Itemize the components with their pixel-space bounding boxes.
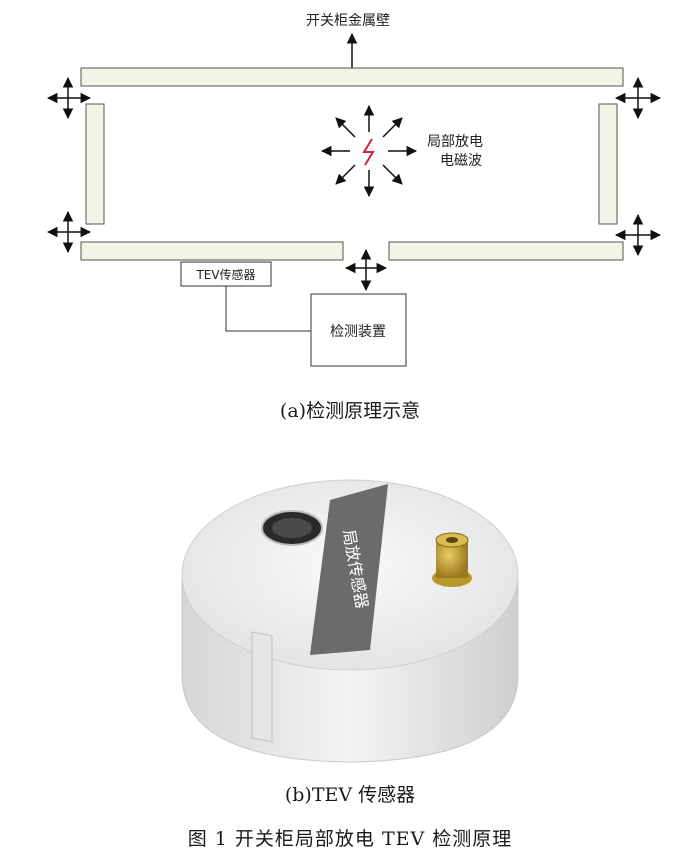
sensor-label-band — [310, 484, 388, 655]
tev-sensor-box-label: TEV传感器 — [195, 267, 255, 282]
sma-connector-hole — [446, 537, 458, 543]
pd-label-line1: 局部放电 — [427, 134, 483, 150]
pd-label-line2: 电磁波 — [440, 153, 482, 169]
wall-label: 开关柜金属壁 — [306, 13, 390, 29]
gap-cross-bottom-right — [614, 213, 662, 257]
tev-sensor-photo: 局放传感器 — [181, 479, 519, 763]
gap-cross-bottom-middle — [344, 248, 388, 292]
sensor-window-inner — [272, 518, 312, 538]
gap-cross-top-right — [614, 76, 662, 120]
caption-b: (b)TEV 传感器 — [284, 784, 416, 806]
principle-diagram: 开关柜金属壁 — [46, 13, 662, 367]
bottom-wall-panel-right — [388, 241, 624, 261]
top-wall-panel — [80, 67, 624, 87]
figure-title: 图 1 开关柜局部放电 TEV 检测原理 — [187, 828, 513, 850]
bottom-wall-panel-left — [80, 241, 344, 261]
gap-cross-top-left — [46, 76, 92, 120]
caption-a: (a)检测原理示意 — [279, 400, 421, 422]
left-wall-panel — [85, 103, 105, 225]
sensor-to-device-line — [225, 286, 311, 332]
detection-device-label: 检测装置 — [330, 324, 386, 340]
sensor-notch — [251, 631, 273, 743]
tev-sensor-box — [180, 261, 272, 287]
lightning-icon — [362, 138, 375, 166]
detection-device-box — [310, 293, 407, 367]
discharge-arrows — [320, 104, 418, 198]
gap-cross-bottom-left — [46, 210, 92, 254]
right-wall-panel — [598, 103, 618, 225]
